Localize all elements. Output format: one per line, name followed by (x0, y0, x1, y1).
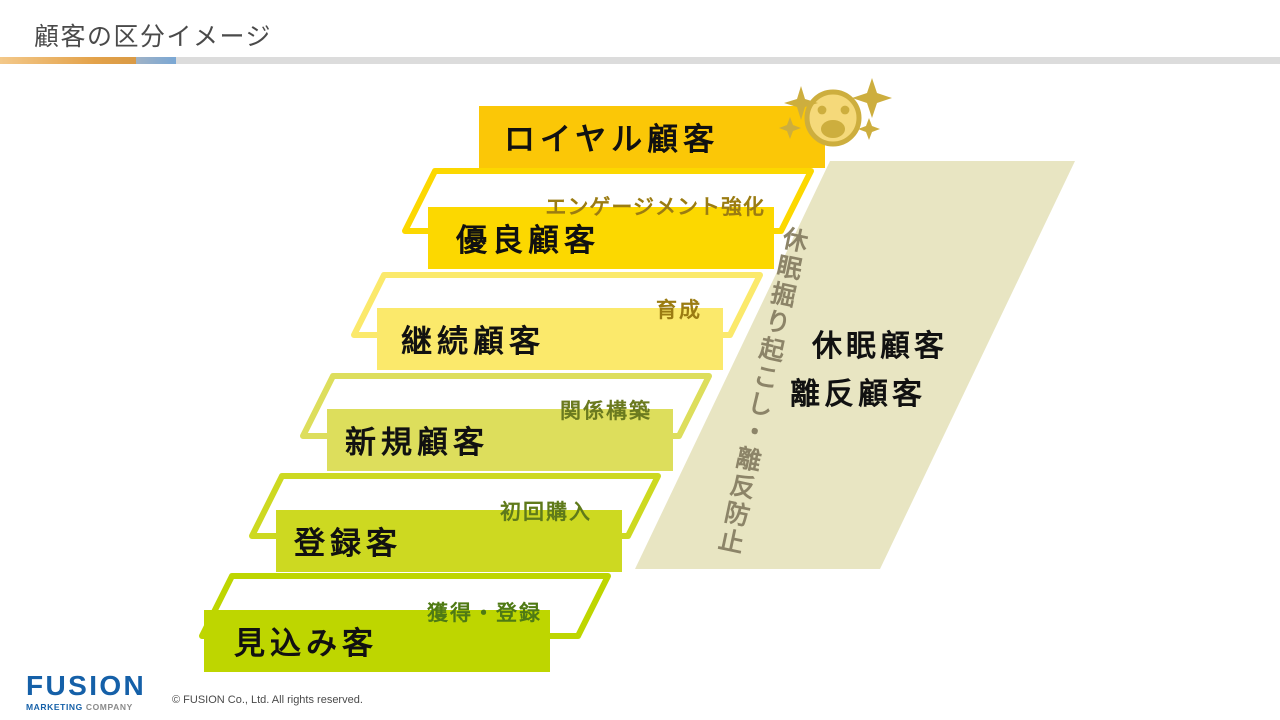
step-label-new: 新規顧客 (345, 425, 489, 460)
smiling-face-icon (804, 89, 862, 147)
step-shape-3 (327, 409, 673, 471)
step-label-royal: ロイヤル顧客 (504, 122, 719, 157)
step-shape-2 (276, 510, 622, 572)
step-label-repeat: 継続顧客 (401, 324, 545, 359)
riser-label-acquisition: 獲得・登録 (427, 601, 542, 625)
riser-label-nurture: 育成 (656, 298, 702, 322)
step-shape-4 (377, 308, 723, 370)
side-panel-shape (635, 161, 1075, 569)
title-divider-rule (0, 57, 1280, 64)
riser-label-relationship: 関係構築 (560, 399, 652, 423)
customer-stage-staircase-diagram: ロイヤル顧客 優良顧客 継続顧客 新規顧客 登録客 見込み客 エンゲージメント強… (0, 64, 1280, 674)
sparkle-icon-large-left (784, 86, 818, 120)
page-title: 顧客の区分イメージ (34, 23, 273, 51)
divider-segment-orange (0, 57, 136, 64)
step-shape-1 (204, 610, 550, 672)
step-shape-5 (428, 207, 774, 269)
fusion-logo: FUSION MARKETING COMPANY (26, 672, 162, 712)
step-label-premium: 優良顧客 (455, 223, 600, 258)
sparkle-icon-large-right (852, 78, 892, 118)
logo-tagline-company: COMPANY (85, 702, 133, 712)
sparkle-icon-small-right (858, 118, 880, 140)
side-panel-label-dormant: 休眠顧客 (811, 329, 948, 363)
slide-footer: FUSION MARKETING COMPANY © FUSION Co., L… (0, 668, 1280, 720)
divider-segment-blue (136, 57, 176, 64)
copyright-notice: © FUSION Co., Ltd. All rights reserved. (172, 694, 363, 706)
step-label-registered: 登録客 (293, 526, 402, 561)
riser-label-engagement: エンゲージメント強化 (545, 195, 765, 219)
riser-label-first-purchase: 初回購入 (500, 500, 592, 524)
step-shape-6 (479, 106, 825, 168)
sparkle-icons (779, 78, 892, 140)
diagonal-label-reactivation: 休眠掘り起こし・離反防止 (715, 224, 813, 559)
logo-tagline-marketing: MARKETING (26, 702, 83, 712)
divider-segment-grey (176, 57, 1280, 64)
logo-wordmark: FUSION (26, 670, 147, 701)
logo-tagline: MARKETING COMPANY (26, 703, 162, 712)
sparkle-icon-small-left (779, 117, 801, 139)
step-label-prospect: 見込み客 (234, 626, 378, 661)
side-panel-label-churned: 離反顧客 (790, 377, 926, 411)
